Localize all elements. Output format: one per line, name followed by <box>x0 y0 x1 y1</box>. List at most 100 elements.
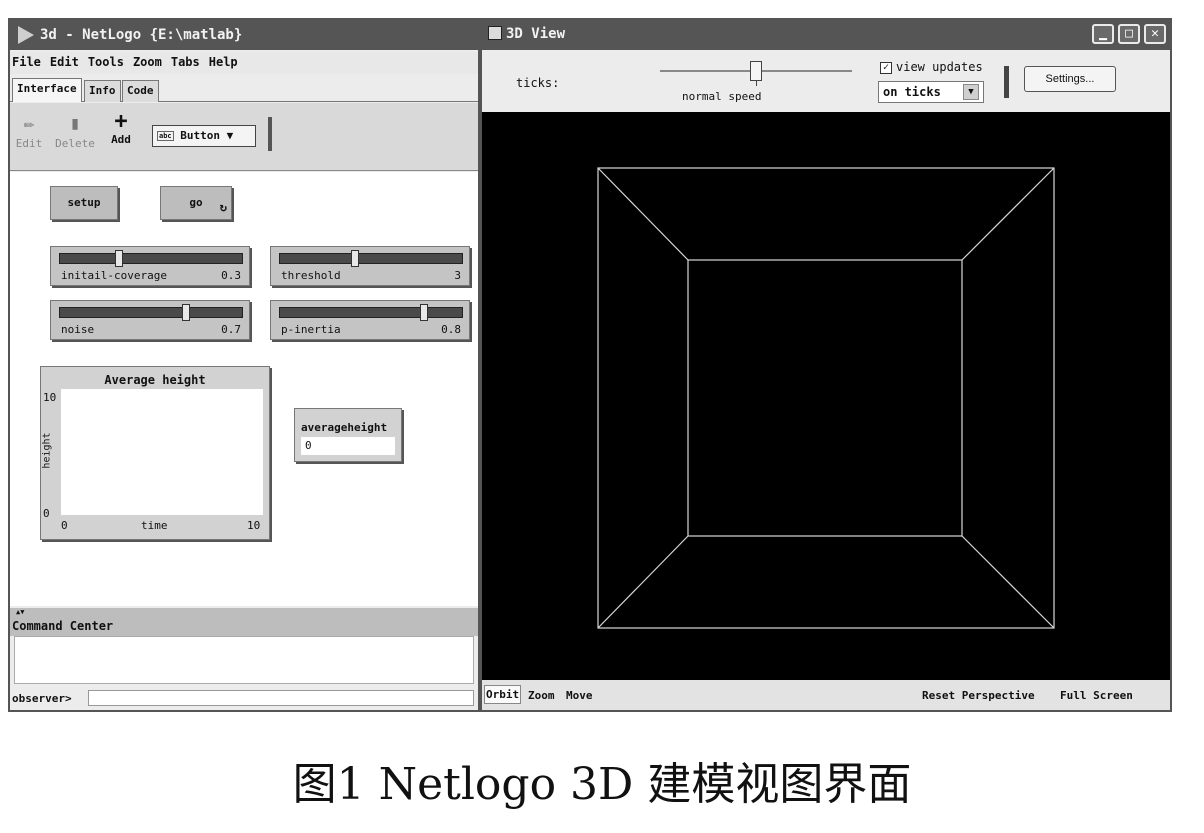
slider-knob[interactable] <box>419 304 428 321</box>
interface-workspace: setup go ↻ initail-coverage 0.3 threshol… <box>10 172 478 606</box>
speed-label: normal speed <box>682 90 762 103</box>
command-input[interactable] <box>88 690 474 706</box>
netlogo-logo-icon <box>18 26 34 44</box>
observer-prompt[interactable]: observer> <box>12 692 72 705</box>
menu-tabs[interactable]: Tabs <box>170 55 200 69</box>
menu-edit[interactable]: Edit <box>49 55 79 69</box>
delete-button[interactable]: ▮ Delete <box>50 113 100 150</box>
plot-xmin: 0 <box>61 519 68 532</box>
slider-track[interactable] <box>59 307 243 318</box>
slider-track[interactable] <box>59 253 243 264</box>
outer-frame-edge <box>597 167 1055 629</box>
averageheight-monitor[interactable]: averageheight 0 <box>294 408 402 462</box>
plot-ymax: 10 <box>43 391 57 404</box>
view-controls-strip: ticks: normal speed ✓ view updates on ti… <box>482 50 1170 112</box>
slider-knob[interactable] <box>351 250 360 267</box>
slider-name: threshold <box>281 269 341 282</box>
menu-bar: File Edit Tools Zoom Tabs Help <box>10 52 478 74</box>
toolbar-separator <box>268 117 272 151</box>
update-mode-value: on ticks <box>883 85 941 99</box>
slider-initail-coverage[interactable]: initail-coverage 0.3 <box>50 246 250 286</box>
main-window-titlebar[interactable]: 3d - NetLogo {E:\matlab} <box>10 20 478 50</box>
update-mode-select[interactable]: on ticks ▼ <box>878 81 984 103</box>
slider-knob[interactable] <box>115 250 124 267</box>
menu-help[interactable]: Help <box>208 55 238 69</box>
close-button[interactable]: ✕ <box>1144 24 1166 44</box>
view-updates-label: view updates <box>896 60 983 74</box>
plot-ylabel: height <box>41 432 53 469</box>
menu-zoom[interactable]: Zoom <box>132 55 162 69</box>
slider-value: 0.3 <box>221 269 241 282</box>
average-height-plot[interactable]: Average height 10 0 height 0 time 10 <box>40 366 270 540</box>
view-navigation-bar: Orbit Zoom Move Reset Perspective Full S… <box>482 680 1170 710</box>
tab-code[interactable]: Code <box>122 80 159 102</box>
slider-threshold[interactable]: threshold 3 <box>270 246 470 286</box>
move-button[interactable]: Move <box>566 689 593 702</box>
delete-label: Delete <box>55 137 95 150</box>
view-3d-window: 3D View ▁ □ ✕ ticks: normal speed ✓ view… <box>480 18 1172 712</box>
slider-track[interactable] <box>279 307 463 318</box>
add-label: Add <box>111 133 131 146</box>
plot-title: Average height <box>104 373 206 387</box>
trash-icon: ▮ <box>69 113 81 134</box>
plot-xlabel: time <box>141 519 168 532</box>
corner-edge-bottom-left <box>597 535 689 629</box>
view-3d-titlebar[interactable]: 3D View <box>482 20 1170 50</box>
button-widget-icon: abc <box>157 131 174 141</box>
setup-label: setup <box>67 196 101 209</box>
view-3d-title: 3D View <box>506 26 566 42</box>
slider-value: 0.8 <box>441 323 461 336</box>
corner-edge-top-left <box>597 167 689 261</box>
widget-type-value: Button <box>180 129 221 142</box>
maximize-button[interactable]: □ <box>1118 24 1140 44</box>
command-center-output <box>14 636 474 684</box>
widget-type-select[interactable]: abc Button ▼ <box>152 125 256 147</box>
go-button[interactable]: go ↻ <box>160 186 232 220</box>
world-wireframe-box <box>597 167 1055 629</box>
slider-knob[interactable] <box>182 304 191 321</box>
slider-p-inertia[interactable]: p-inertia 0.8 <box>270 300 470 340</box>
command-center-header: Command Center <box>10 616 478 636</box>
slider-value: 3 <box>454 269 461 282</box>
plot-area <box>61 389 263 515</box>
minimize-button[interactable]: ▁ <box>1092 24 1114 44</box>
speed-center-tick <box>756 81 757 86</box>
plus-icon: + <box>114 109 128 134</box>
chevron-down-icon: ▼ <box>226 129 234 142</box>
slider-noise[interactable]: noise 0.7 <box>50 300 250 340</box>
split-pane-divider[interactable]: ▲▼ <box>10 608 478 616</box>
edit-button[interactable]: ✏ Edit <box>14 113 44 150</box>
settings-button[interactable]: Settings... <box>1024 66 1116 92</box>
monitor-value: 0 <box>301 437 395 455</box>
slider-name: noise <box>61 323 95 336</box>
zoom-button[interactable]: Zoom <box>528 689 555 702</box>
3d-scene-viewport[interactable] <box>482 112 1170 680</box>
speed-slider-knob[interactable] <box>750 61 762 81</box>
app-icon <box>488 26 502 40</box>
slider-track[interactable] <box>279 253 463 264</box>
figure-caption: 图1 Netlogo 3D 建模视图界面 <box>292 759 912 810</box>
command-input-row: observer> <box>10 686 478 710</box>
reset-perspective-button[interactable]: Reset Perspective <box>922 689 1035 702</box>
tab-info[interactable]: Info <box>84 80 121 102</box>
slider-name: initail-coverage <box>61 269 167 282</box>
inner-frame-edge <box>687 259 963 537</box>
add-button[interactable]: + Add <box>106 109 136 146</box>
chevron-down-icon[interactable]: ▼ <box>963 84 979 100</box>
slider-name: p-inertia <box>281 323 341 336</box>
edit-label: Edit <box>15 137 43 150</box>
tab-interface[interactable]: Interface <box>12 78 82 102</box>
view-updates-checkbox[interactable]: ✓ <box>880 62 892 74</box>
corner-edge-bottom-right <box>961 535 1055 629</box>
forever-loop-icon: ↻ <box>219 200 227 214</box>
menu-file[interactable]: File <box>12 55 41 69</box>
plot-ymin: 0 <box>43 507 50 520</box>
monitor-label: averageheight <box>301 421 388 434</box>
pencil-icon: ✏ <box>23 113 35 134</box>
menu-tools[interactable]: Tools <box>87 55 124 69</box>
full-screen-button[interactable]: Full Screen <box>1060 689 1133 702</box>
orbit-button[interactable]: Orbit <box>484 685 522 704</box>
setup-button[interactable]: setup <box>50 186 118 220</box>
controls-separator <box>1004 66 1009 98</box>
slider-value: 0.7 <box>221 323 241 336</box>
